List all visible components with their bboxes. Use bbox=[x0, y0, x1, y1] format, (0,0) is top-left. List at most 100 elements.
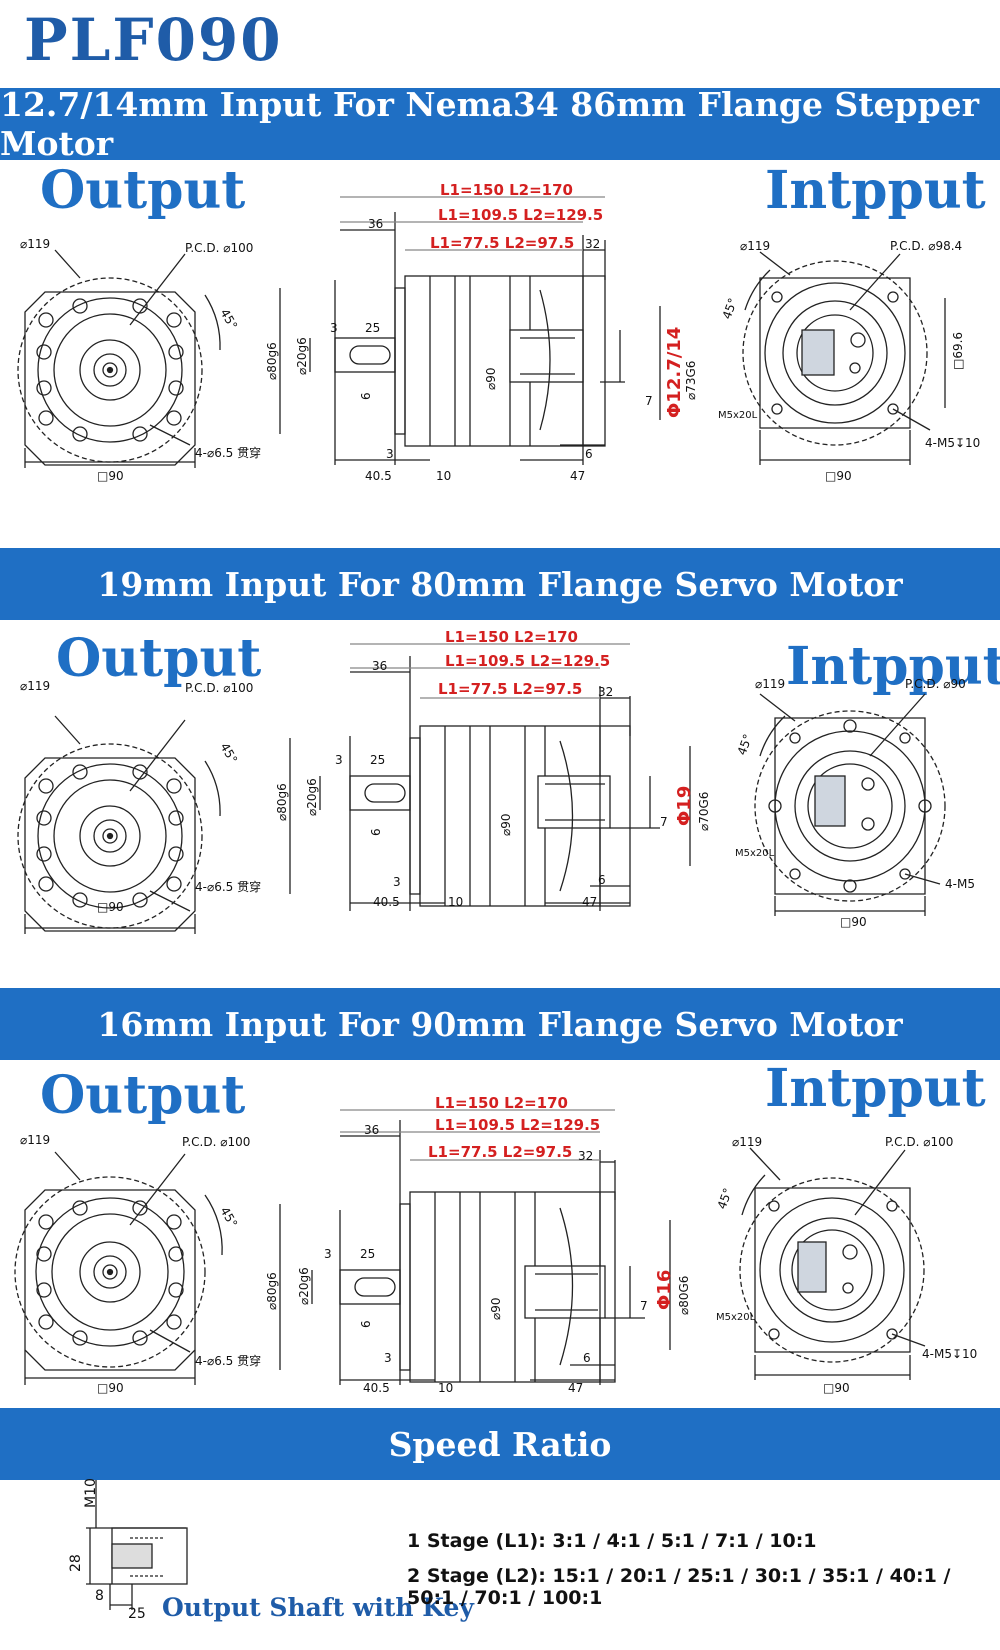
in3-d119: ⌀119 bbox=[732, 1135, 762, 1149]
output-heading-1: Output bbox=[40, 160, 246, 221]
in1-m5: M5x20L bbox=[718, 410, 758, 421]
input-heading-2: Intpput bbox=[786, 636, 1000, 697]
side2-d405: 40.5 bbox=[373, 895, 400, 909]
side3-d405: 40.5 bbox=[363, 1381, 390, 1395]
shaft-m10: M10 bbox=[83, 1478, 99, 1508]
side3-d32: 32 bbox=[578, 1149, 593, 1163]
side3-d6b: 6 bbox=[583, 1351, 591, 1365]
side3-d3: 3 bbox=[324, 1247, 332, 1261]
output-front-view bbox=[17, 249, 221, 468]
side2-din: Φ19 bbox=[674, 786, 695, 826]
side3-d90: ⌀90 bbox=[489, 1298, 503, 1321]
side2-d3b: 3 bbox=[393, 875, 401, 889]
in2-holes: 4-M5 bbox=[945, 877, 975, 891]
out2-angle: 45° bbox=[217, 741, 240, 766]
side1-l-mid: L1=109.5 L2=129.5 bbox=[438, 206, 603, 224]
input-heading-1: Intpput bbox=[765, 160, 986, 221]
product-title: PLF090 bbox=[24, 6, 283, 74]
side2-d10: 10 bbox=[448, 895, 463, 909]
side3-d80: ⌀80g6 bbox=[265, 1272, 279, 1310]
side3-d6: 6 bbox=[359, 1320, 373, 1328]
input-front-view bbox=[754, 693, 946, 916]
side3-dpilot: ⌀80G6 bbox=[677, 1276, 691, 1315]
in1-sq: □69.6 bbox=[951, 332, 965, 370]
shaft-d28: 28 bbox=[68, 1554, 84, 1572]
out3-d119: ⌀119 bbox=[20, 1133, 50, 1147]
out1-pcd: P.C.D. ⌀100 bbox=[185, 241, 253, 255]
output-front-view bbox=[14, 1151, 223, 1385]
side-section-view bbox=[279, 196, 661, 465]
side1-din: Φ12.7/14 bbox=[664, 327, 685, 418]
drawing-set-3: ⌀119 P.C.D. ⌀100 45° 4-⌀6.5 贯穿 □90 L1=15… bbox=[14, 1094, 977, 1395]
side1-l-all: L1=150 L2=170 bbox=[440, 181, 573, 199]
section-band-1: 12.7/14mm Input For Nema34 86mm Flange S… bbox=[0, 85, 1000, 163]
out3-pcd: P.C.D. ⌀100 bbox=[182, 1135, 250, 1149]
output-shaft-drawing: M10 28 8 25 bbox=[68, 1478, 188, 1622]
side3-d10: 10 bbox=[438, 1381, 453, 1395]
out3-holes: 4-⌀6.5 贯穿 bbox=[195, 1353, 261, 1368]
side1-d90: ⌀90 bbox=[484, 368, 498, 391]
output-heading-3: Output bbox=[40, 1065, 246, 1126]
in1-pcd: P.C.D. ⌀98.4 bbox=[890, 239, 962, 253]
side1-d25: 25 bbox=[365, 321, 380, 335]
out2-pcd: P.C.D. ⌀100 bbox=[185, 681, 253, 695]
input-heading-3: Intpput bbox=[765, 1058, 986, 1119]
side3-l-all: L1=150 L2=170 bbox=[435, 1094, 568, 1112]
drawing-set-2: ⌀119 P.C.D. ⌀100 45° 4-⌀6.5 贯穿 □90 L1=15… bbox=[17, 628, 975, 934]
side2-d47: 47 bbox=[582, 895, 597, 909]
in3-sq90: □90 bbox=[823, 1381, 850, 1395]
out1-d119: ⌀119 bbox=[20, 237, 50, 251]
side3-d20: ⌀20g6 bbox=[297, 1267, 311, 1305]
side3-d25: 25 bbox=[360, 1247, 375, 1261]
side2-d6: 6 bbox=[369, 828, 383, 836]
section-band-3: 16mm Input For 90mm Flange Servo Motor bbox=[0, 988, 1000, 1060]
side3-d7: 7 bbox=[640, 1299, 648, 1313]
in1-angle: 45° bbox=[720, 296, 740, 321]
shaft-d25: 25 bbox=[128, 1606, 146, 1622]
side2-d20: ⌀20g6 bbox=[305, 778, 319, 816]
side3-d3b: 3 bbox=[384, 1351, 392, 1365]
side1-d80: ⌀80g6 bbox=[265, 342, 279, 380]
out1-sq: □90 bbox=[97, 469, 124, 483]
side1-d10: 10 bbox=[436, 469, 451, 483]
in2-d119: ⌀119 bbox=[755, 677, 785, 691]
side1-d3: 3 bbox=[330, 321, 338, 335]
in2-angle: 45° bbox=[735, 732, 755, 757]
output-front-view bbox=[17, 715, 221, 934]
side3-l-mid: L1=109.5 L2=129.5 bbox=[435, 1116, 600, 1134]
input-front-view bbox=[739, 1147, 926, 1380]
side3-l-short: L1=77.5 L2=97.5 bbox=[428, 1143, 572, 1161]
side3-din: Φ16 bbox=[654, 1270, 675, 1310]
input-front-view bbox=[742, 251, 946, 465]
side1-d6: 6 bbox=[359, 392, 373, 400]
in2-pcd: P.C.D. ⌀90 bbox=[905, 677, 966, 691]
side-section-view bbox=[279, 1109, 671, 1385]
out2-d119: ⌀119 bbox=[20, 679, 50, 693]
drawing-set-1: ⌀119 P.C.D. ⌀100 45° 4-⌀6.5 贯穿 □90 L1=15… bbox=[17, 181, 980, 483]
stage-2-ratios: 2 Stage (L2): 15:1 / 20:1 / 25:1 / 30:1 … bbox=[407, 1565, 951, 1609]
side1-l-short: L1=77.5 L2=97.5 bbox=[430, 234, 574, 252]
side1-d47: 47 bbox=[570, 469, 585, 483]
in1-sq90: □90 bbox=[825, 469, 852, 483]
side2-dpilot: ⌀70G6 bbox=[697, 792, 711, 831]
section-band-2: 19mm Input For 80mm Flange Servo Motor bbox=[0, 548, 1000, 620]
side1-dpilot: ⌀73G6 bbox=[684, 361, 698, 400]
side1-d36: 36 bbox=[368, 217, 383, 231]
side2-d25: 25 bbox=[370, 753, 385, 767]
side3-d47: 47 bbox=[568, 1381, 583, 1395]
out2-sq: □90 bbox=[97, 900, 124, 914]
in2-m5: M5x20L bbox=[735, 848, 775, 859]
in3-angle: 45° bbox=[715, 1186, 735, 1211]
side2-l-short: L1=77.5 L2=97.5 bbox=[438, 680, 582, 698]
in1-holes: 4-M5↧10 bbox=[925, 436, 980, 450]
side1-d6b: 6 bbox=[585, 447, 593, 461]
side2-d90: ⌀90 bbox=[499, 814, 513, 837]
stage-1-ratios: 1 Stage (L1): 3:1 / 4:1 / 5:1 / 7:1 / 10… bbox=[407, 1530, 817, 1552]
side2-d32: 32 bbox=[598, 685, 613, 699]
side3-d36: 36 bbox=[364, 1123, 379, 1137]
side1-d405: 40.5 bbox=[365, 469, 392, 483]
in3-m5: M5x20L bbox=[716, 1312, 756, 1323]
out3-angle: 45° bbox=[217, 1205, 240, 1230]
in1-d119: ⌀119 bbox=[740, 239, 770, 253]
side2-l-all: L1=150 L2=170 bbox=[445, 628, 578, 646]
